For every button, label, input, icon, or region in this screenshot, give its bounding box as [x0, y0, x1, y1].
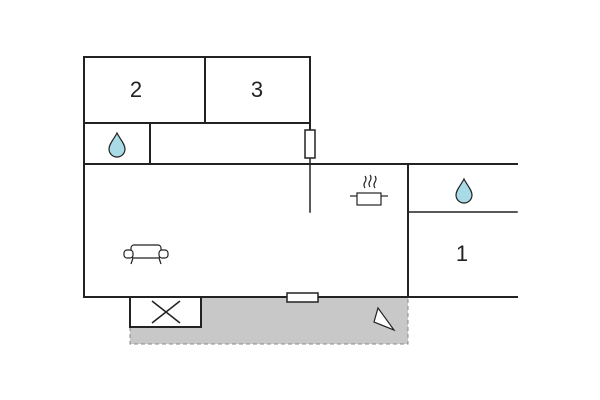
stairs-cross-icon: [151, 300, 181, 324]
window-hallway: [304, 129, 316, 159]
cooking-pot-icon: [350, 174, 388, 206]
sofa-icon: [123, 244, 169, 265]
room-3-label: 3: [251, 77, 263, 102]
water-drop-icon: [455, 177, 473, 204]
room-1-label: 1: [456, 241, 468, 266]
window-living: [286, 292, 319, 303]
room-2-label: 2: [130, 77, 142, 102]
walls: [83, 56, 518, 298]
water-drop-icon: [108, 131, 126, 158]
parasol-icon: [373, 306, 396, 332]
